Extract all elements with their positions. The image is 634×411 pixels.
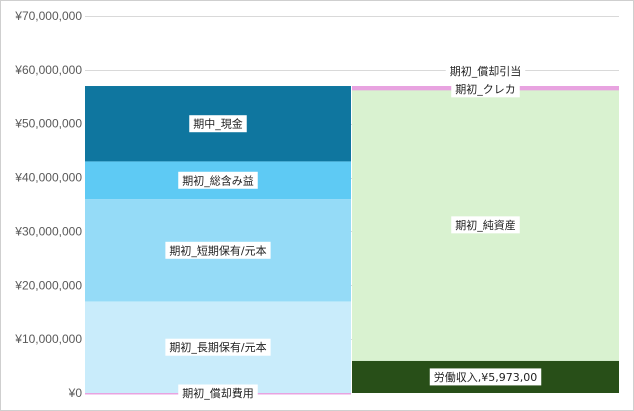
segment-label-box [165, 241, 271, 259]
segment-label: 期初_クレカ [455, 82, 516, 96]
segment-label-box [429, 368, 542, 386]
segment-label: 期初_長期保有/元本 [169, 340, 266, 354]
segment-label-box [451, 216, 520, 234]
y-tick-label: ¥20,000,000 [14, 278, 82, 292]
segment-label-box [451, 80, 520, 98]
y-tick-label: ¥30,000,000 [14, 224, 82, 238]
y-tick-label: ¥60,000,000 [14, 63, 82, 77]
y-tick-label: ¥10,000,000 [14, 332, 82, 346]
segment-labels: 期初_償却費用期初_長期保有/元本期初_短期保有/元本期初_総含み益期中_現金労… [165, 62, 542, 402]
segment-label: 期初_償却引当 [450, 64, 522, 78]
segment-label-box [189, 115, 247, 133]
segment-label: 期初_短期保有/元本 [169, 243, 266, 257]
segment-label-box [165, 338, 271, 356]
segment-label: 期初_純資産 [455, 218, 516, 232]
segment-label-box [445, 62, 526, 80]
segment-label: 期初_償却費用 [182, 386, 254, 400]
segment-label: 期中_現金 [193, 117, 243, 131]
y-tick-label: ¥0 [68, 386, 83, 400]
segment-label-box [178, 384, 258, 402]
segment-label: 期初_総含み益 [182, 173, 254, 187]
y-tick-label: ¥40,000,000 [14, 171, 82, 185]
bar-segments [85, 86, 619, 395]
y-tick-label: ¥70,000,000 [14, 9, 82, 23]
segment-label-box [178, 171, 258, 189]
y-axis-ticks: ¥0 ¥10,000,000 ¥20,000,000 ¥30,000,000 ¥40,0… [14, 9, 82, 400]
segment-label: 労働収入,¥5,973,00 [434, 370, 537, 384]
y-tick-label: ¥50,000,000 [14, 117, 82, 131]
